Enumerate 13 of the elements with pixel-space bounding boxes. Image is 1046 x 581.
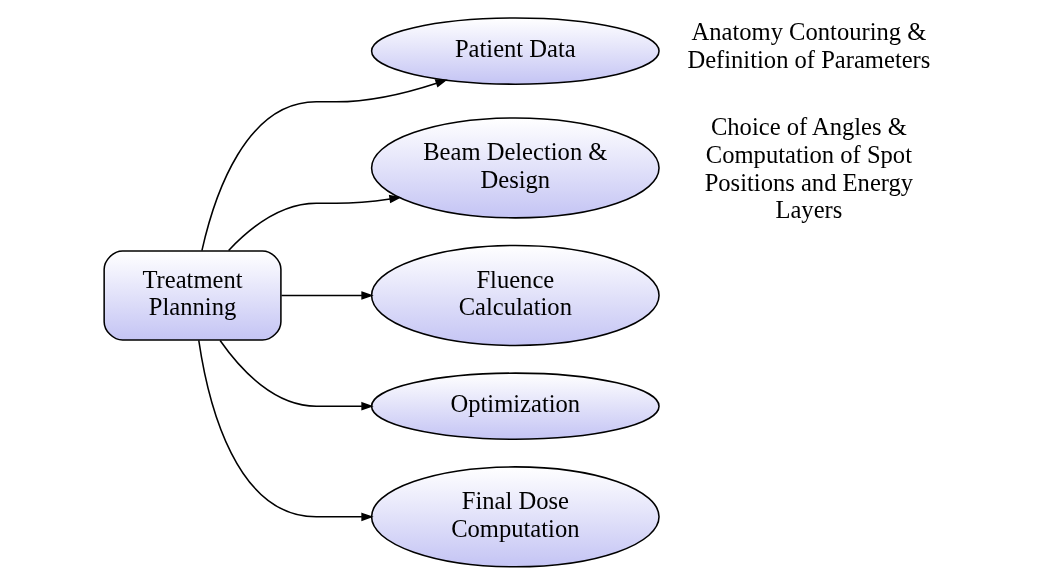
arrow xyxy=(280,291,374,300)
arrow xyxy=(201,79,448,252)
node-ellipse: Patient Data xyxy=(370,17,660,85)
node-ellipse: Fluence Calculation xyxy=(370,244,660,347)
node-label: Choice of Angles & Computation of Spot Positions and Energy Layers xyxy=(704,113,914,224)
node-label: Anatomy Contouring & Definition of Parameters xyxy=(687,18,931,73)
arrow xyxy=(219,339,374,411)
arrow xyxy=(198,339,374,522)
node-ellipse: Final Dose Computation xyxy=(370,466,660,568)
node-ellipse: Beam Delection & Design xyxy=(370,117,660,219)
node-box: Treatment Planning xyxy=(103,250,282,341)
node-ellipse: Optimization xyxy=(370,372,660,440)
arrow xyxy=(227,194,402,252)
